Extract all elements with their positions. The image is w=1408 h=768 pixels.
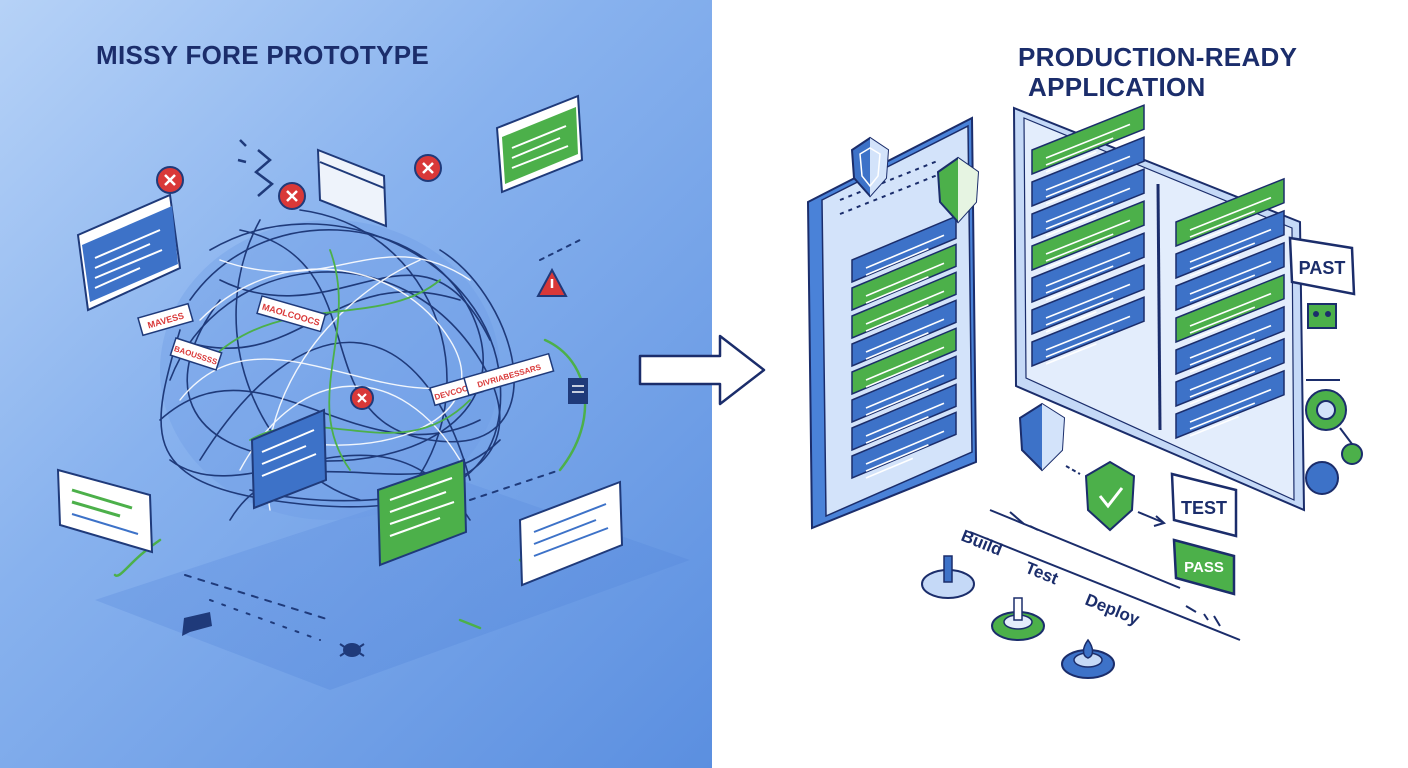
pass-label: PASS [1184, 559, 1224, 576]
app-module-row [1031, 200, 1145, 272]
past-label: PAST [1299, 258, 1346, 278]
code-window [316, 148, 388, 228]
code-window [376, 458, 468, 567]
broken-window-icon [568, 378, 588, 404]
app-module-row [1031, 136, 1145, 208]
app-module-row [1031, 296, 1145, 368]
app-module-row [1175, 241, 1285, 312]
app-module-row [851, 411, 957, 480]
app-module-row [1175, 305, 1285, 376]
error-label: MAVESS [137, 302, 194, 337]
test-badge: TEST [1170, 472, 1238, 538]
test-step-label: Test [1023, 558, 1062, 588]
app-module-row [1175, 273, 1285, 344]
app-module-row [1031, 232, 1145, 304]
app-module-row [1175, 337, 1285, 408]
app-module-row [851, 383, 957, 452]
app-module-row [1175, 209, 1285, 280]
messy-prototype-title: MISSY FORE PROTOTYPE [96, 40, 429, 70]
robot-icon [1307, 303, 1337, 329]
code-window [56, 468, 154, 554]
deploy-label: Deploy [1083, 590, 1143, 629]
error-icon [350, 386, 374, 410]
build-label: Build [959, 526, 1006, 560]
test-label: TEST [1181, 498, 1227, 518]
lightning-squiggle-icon [237, 139, 274, 197]
pipeline-step-deploy: Deploy [1061, 590, 1143, 679]
title-line-2: APPLICATION [1028, 72, 1206, 102]
production-ready-title: PRODUCTION-READY APPLICATION [1018, 42, 1297, 102]
error-icon [278, 182, 306, 210]
pipeline-step-build: Build [921, 526, 1006, 599]
shield-icon [850, 136, 890, 198]
error-label: MAOLCOOCS [256, 295, 327, 333]
pipeline-timeline [969, 509, 1241, 641]
error-icon [156, 166, 184, 194]
code-window [250, 408, 328, 510]
pipeline-step-test: Test [991, 558, 1062, 641]
app-module-row [851, 243, 957, 312]
shield-icon [1018, 402, 1066, 472]
chat-icon [182, 612, 212, 636]
bug-icon [339, 643, 365, 657]
app-module-row [1031, 168, 1145, 240]
past-badge: PAST [1288, 236, 1356, 296]
error-icon [414, 154, 442, 182]
code-window [518, 480, 624, 587]
pass-badge: PASS [1172, 538, 1236, 596]
app-module-row [1175, 369, 1285, 440]
app-module-row [1031, 104, 1145, 176]
app-module-row [1175, 177, 1285, 248]
app-module-row [1031, 264, 1145, 336]
app-panel-left [806, 116, 978, 530]
gear-connector [1305, 379, 1363, 495]
app-rows [1031, 104, 1285, 440]
code-window [76, 193, 182, 312]
app-rows [851, 215, 957, 480]
warning-icon [536, 267, 568, 297]
code-window [495, 94, 584, 194]
app-panel-right [1012, 104, 1306, 512]
app-module-row [851, 271, 957, 340]
shield-icon [936, 156, 980, 224]
check-shield-icon [1084, 460, 1136, 532]
transition-arrow [638, 334, 766, 406]
title-line-1: PRODUCTION-READY [1018, 42, 1298, 72]
